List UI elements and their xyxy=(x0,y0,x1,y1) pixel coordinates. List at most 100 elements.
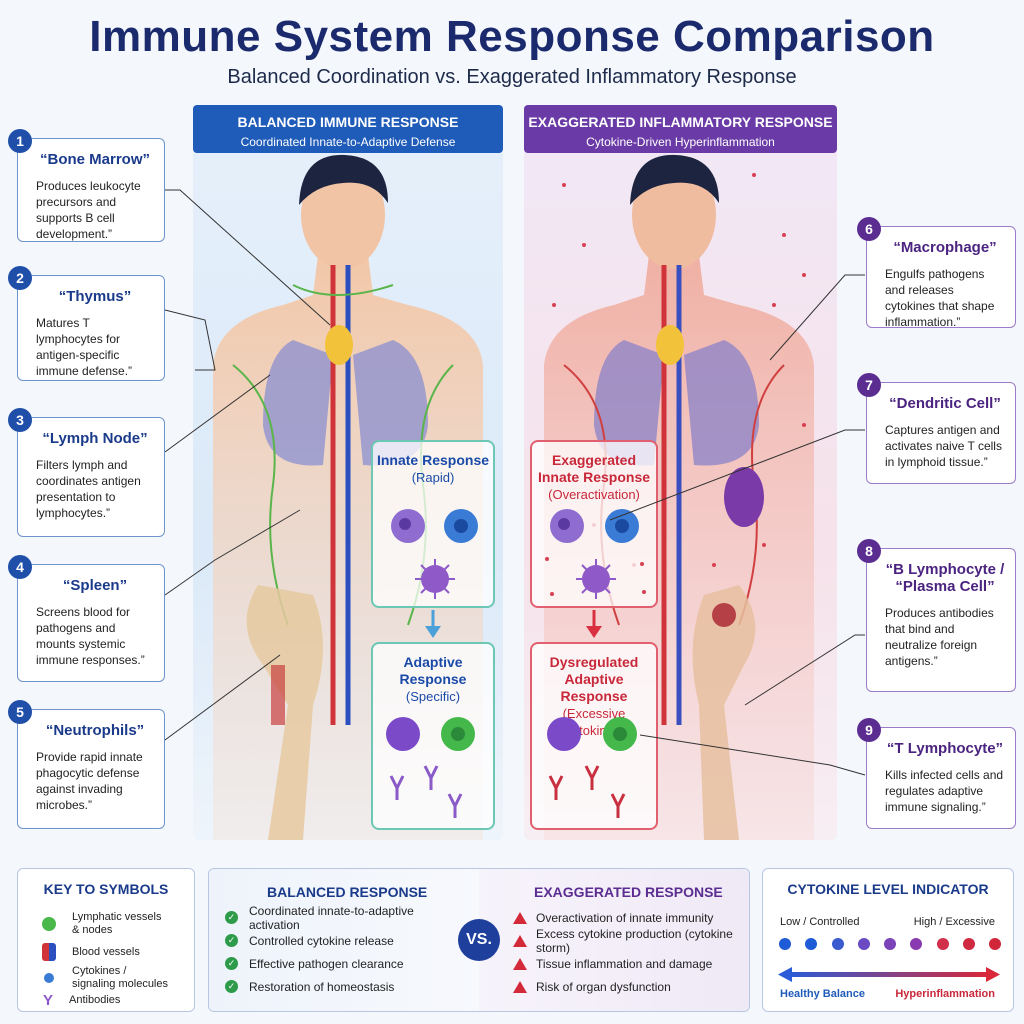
exaggerated-response-title: EXAGGERATED RESPONSE xyxy=(534,884,723,900)
exaggerated-panel-header: EXAGGERATED INFLAMMATORY RESPONSE Cytoki… xyxy=(524,105,837,153)
list-item: ✓Effective pathogen clearance xyxy=(225,952,465,975)
balanced-innate-sub: (Rapid) xyxy=(411,470,455,485)
cytokine-level-indicator: CYTOKINE LEVEL INDICATOR Low / Controlle… xyxy=(762,868,1014,1012)
list-item: Tissue inflammation and damage xyxy=(513,952,749,975)
exaggerated-innate-sub: (Overactivation) xyxy=(548,487,640,502)
callout-number: 2 xyxy=(8,266,32,290)
cytokine-dot xyxy=(805,938,818,950)
cytokine-dot xyxy=(831,938,844,950)
exaggerated-panel-title: EXAGGERATED INFLAMMATORY RESPONSE xyxy=(528,114,833,130)
cytokine-dot xyxy=(936,938,949,950)
antibody-icon: Y xyxy=(43,991,54,1009)
exaggerated-innate-box: Exaggerated Innate Response (Overactivat… xyxy=(530,440,658,608)
callout-title: “B Lymphocyte / “Plasma Cell” xyxy=(885,561,1005,595)
balanced-panel-header: BALANCED IMMUNE RESPONSE Coordinated Inn… xyxy=(193,105,503,153)
warning-icon xyxy=(513,934,527,947)
callout-b-lymphocyte: 8 “B Lymphocyte / “Plasma Cell” Produces… xyxy=(857,539,1016,692)
cytokine-dot xyxy=(989,938,1001,950)
cytokine-dot xyxy=(779,938,791,950)
callout-text: Produces antibodies that bind and neutra… xyxy=(885,606,994,668)
callout-text: Kills infected cells and regulates adapt… xyxy=(885,768,1004,814)
callout-number: 4 xyxy=(8,555,32,579)
cytokine-dot xyxy=(884,938,896,950)
exaggerated-adaptive-box: Dysregulated Adaptive Response (Excessiv… xyxy=(530,642,658,830)
check-icon: ✓ xyxy=(225,980,238,993)
callout-text: Screens blood for pathogens and mounts s… xyxy=(36,605,145,667)
list-item: ✓Restoration of homeostasis xyxy=(225,975,465,998)
cytokine-low-label: Low / Controlled xyxy=(780,916,860,928)
overactive-innate-cells-icon xyxy=(545,509,646,599)
callout-macrophage: 6 “Macrophage” Engulfs pathogens and rel… xyxy=(857,217,1016,329)
callout-number: 9 xyxy=(857,718,881,742)
check-icon: ✓ xyxy=(225,911,238,924)
balanced-adaptive-sub: (Specific) xyxy=(405,689,461,704)
key-to-symbols: KEY TO SYMBOLS Lymphatic vessels & nodes… xyxy=(17,868,195,1012)
down-arrow-icon xyxy=(425,610,441,638)
exaggerated-panel-subtitle: Cytokine-Driven Hyperinflammation xyxy=(586,135,775,149)
callout-text: Produces leukocyte precursors and suppor… xyxy=(36,179,141,241)
cytokine-high-label: High / Excessive xyxy=(913,916,995,928)
check-icon: ✓ xyxy=(225,934,238,947)
balanced-innate-box: Innate Response (Rapid) xyxy=(371,440,495,608)
balanced-response-list: ✓Coordinated innate-to-adaptive activati… xyxy=(225,904,465,998)
page-title: Immune System Response Comparison xyxy=(89,12,935,61)
blood-vessel-icon xyxy=(42,943,56,961)
callout-number: 6 xyxy=(857,217,881,241)
exaggerated-panel: EXAGGERATED INFLAMMATORY RESPONSE Cytoki… xyxy=(524,105,837,840)
callout-neutrophils: 5 “Neutrophils” Provide rapid innate pha… xyxy=(8,700,165,829)
warning-icon xyxy=(513,957,527,970)
callout-thymus: 2 “Thymus” Matures T lymphocytes for ant… xyxy=(8,266,165,381)
cytokine-dot xyxy=(857,938,870,950)
hyperinflammation-label: Hyperinflammation xyxy=(895,988,995,1000)
callout-number: 7 xyxy=(857,373,881,397)
callout-text: Filters lymph and coordinates antigen pr… xyxy=(36,458,141,520)
callout-lymph-node: 3 “Lymph Node” Filters lymph and coordin… xyxy=(8,408,165,537)
callout-number: 8 xyxy=(857,539,881,563)
key-item-cytokines: Cytokines / signaling molecules xyxy=(42,965,194,991)
balanced-panel: BALANCED IMMUNE RESPONSE Coordinated Inn… xyxy=(193,105,503,840)
callout-title: “T Lymphocyte” xyxy=(886,740,1004,757)
exaggerated-response-list: Overactivation of innate immunity Excess… xyxy=(513,906,749,998)
warning-icon xyxy=(513,911,527,924)
warning-icon xyxy=(513,980,527,993)
balanced-panel-title: BALANCED IMMUNE RESPONSE xyxy=(237,114,459,130)
balanced-adaptive-title: Adaptive Response xyxy=(399,654,467,687)
cytokine-title: CYTOKINE LEVEL INDICATOR xyxy=(787,881,989,897)
exaggerated-innate-title: Exaggerated Innate Response xyxy=(537,452,651,485)
callout-text: Captures antigen and activates naive T c… xyxy=(885,423,1002,469)
key-item-lymphatic: Lymphatic vessels & nodes xyxy=(42,909,194,939)
key-item-blood: Blood vessels xyxy=(42,939,194,965)
callout-title: “Bone Marrow” xyxy=(39,151,150,168)
callout-title: “Dendritic Cell” xyxy=(889,395,1001,412)
lymph-node-icon xyxy=(42,917,56,931)
callout-text: Matures T lymphocytes for antigen-specif… xyxy=(36,316,133,378)
gradient-arrow-icon xyxy=(778,967,1000,982)
comparison-box: BALANCED RESPONSE ✓Coordinated innate-to… xyxy=(208,868,750,1012)
cytokine-icon xyxy=(44,973,54,983)
balanced-panel-subtitle: Coordinated Innate-to-Adaptive Defense xyxy=(240,135,456,149)
key-title: KEY TO SYMBOLS xyxy=(43,881,169,897)
callout-text: Engulfs pathogens and releases cytokines… xyxy=(885,267,995,329)
callout-bone-marrow: 1 “Bone Marrow” Produces leukocyte precu… xyxy=(8,129,165,242)
callout-title: “Macrophage” xyxy=(893,239,997,256)
callout-title: “Spleen” xyxy=(62,577,128,594)
callout-spleen: 4 “Spleen” Screens blood for pathogens a… xyxy=(8,555,165,682)
callout-dendritic-cell: 7 “Dendritic Cell” Captures antigen and … xyxy=(857,373,1016,484)
callout-t-lymphocyte: 9 “T Lymphocyte” Kills infected cells an… xyxy=(857,718,1016,829)
vs-badge: VS. xyxy=(458,919,500,961)
callout-title: “Lymph Node” xyxy=(42,430,148,447)
key-item-antibodies: Y Antibodies xyxy=(43,991,121,1009)
callout-number: 5 xyxy=(8,700,32,724)
callout-number: 1 xyxy=(8,129,32,153)
callout-title: “Thymus” xyxy=(58,288,132,305)
healthy-balance-label: Healthy Balance xyxy=(780,988,865,1000)
balanced-response-title: BALANCED RESPONSE xyxy=(267,884,428,900)
page-subtitle: Balanced Coordination vs. Exaggerated In… xyxy=(227,66,797,88)
callout-number: 3 xyxy=(8,408,32,432)
cytokine-dot xyxy=(962,938,975,950)
check-icon: ✓ xyxy=(225,957,238,970)
dysregulated-adaptive-cells-icon xyxy=(547,717,637,818)
list-item: Risk of organ dysfunction xyxy=(513,975,749,998)
list-item: ✓Coordinated innate-to-adaptive activati… xyxy=(225,904,465,932)
callout-title: “Neutrophils” xyxy=(45,722,145,739)
